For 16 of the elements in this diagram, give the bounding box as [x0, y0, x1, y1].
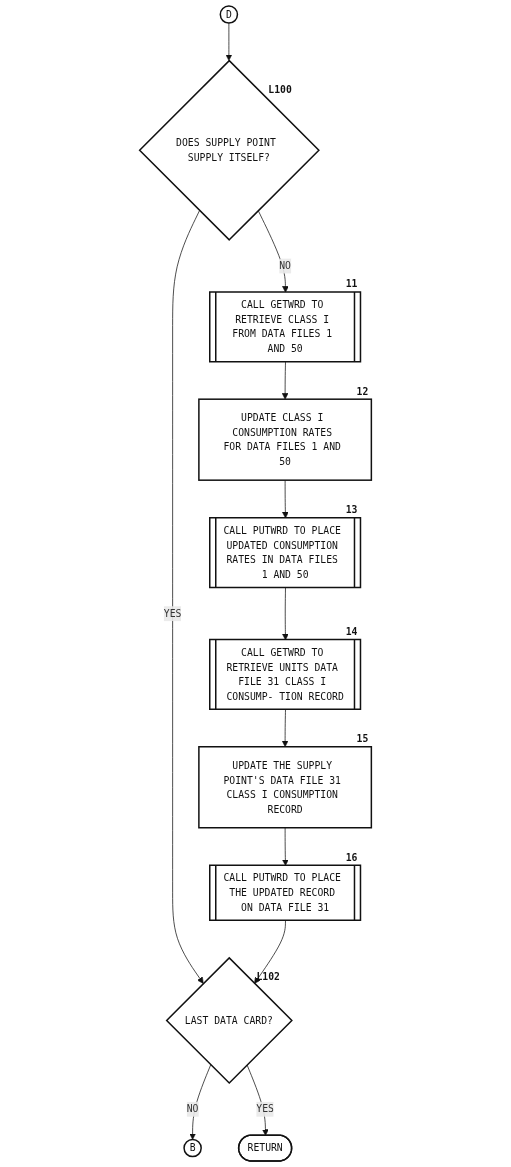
step-number: 13: [345, 504, 358, 516]
step-number: L102: [256, 971, 280, 983]
node-circle: B: [183, 1138, 202, 1158]
step-number: L100: [268, 83, 292, 95]
step-number: 15: [356, 733, 369, 745]
step-number: 12: [356, 385, 369, 397]
edge-label: YES: [256, 1103, 274, 1115]
node-box: UPDATE THE SUPPLY POINT'S DATA FILE 31 CLASS I CONSUMPTION RECORD: [198, 746, 373, 829]
edge-label: NO: [186, 1103, 199, 1115]
edge-label: YES: [163, 607, 182, 619]
edge-label: NO: [279, 260, 291, 272]
step-number: 14: [345, 626, 358, 638]
node-box: UPDATE CLASS I CONSUMPTION RATES FOR DATA FILES 1 AND 50: [198, 398, 373, 481]
node-circle: D: [219, 5, 239, 24]
step-number: 11: [345, 278, 358, 290]
step-number: 16: [345, 851, 358, 863]
